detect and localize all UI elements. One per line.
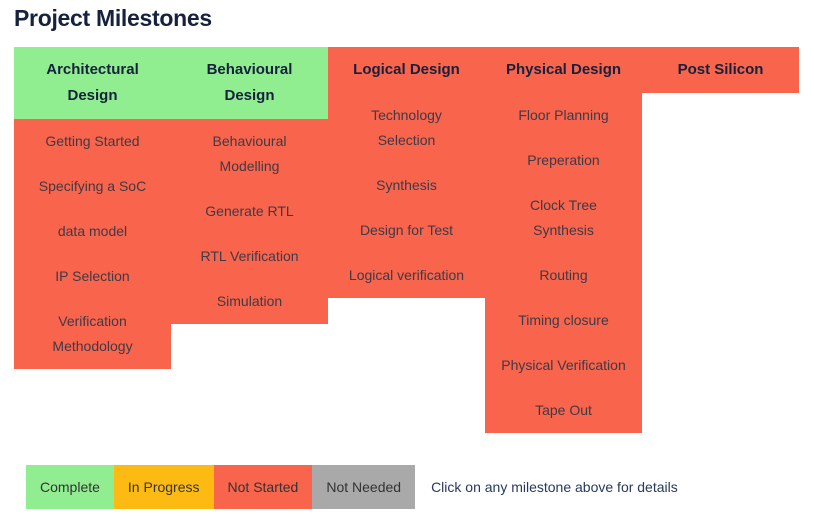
milestone-label-line: Design for Test xyxy=(359,222,454,238)
legend-item-not-needed: Not Needed xyxy=(312,465,416,509)
legend-item-not-started: Not Started xyxy=(213,465,313,509)
milestone-physical-verification[interactable]: Physical Verification xyxy=(485,343,642,388)
milestone-data-model[interactable]: data model xyxy=(14,209,171,254)
page-title: Project Milestones xyxy=(14,5,212,31)
legend-item-complete: Complete xyxy=(26,465,114,509)
milestone-ip-selection[interactable]: IP Selection xyxy=(14,254,171,299)
milestone-label-line: Synthesis xyxy=(533,222,594,238)
milestone-rtl-verification[interactable]: RTL Verification xyxy=(171,234,328,279)
milestone-floor-planning[interactable]: Floor Planning xyxy=(485,93,642,138)
phase-header-line: Post Silicon xyxy=(677,61,764,78)
milestone-label-line: Clock Tree xyxy=(530,197,597,213)
phase-header-line: Design xyxy=(67,87,118,104)
milestone-tape-out[interactable]: Tape Out xyxy=(485,388,642,433)
milestone-label-line: Physical Verification xyxy=(501,357,626,373)
milestone-logical-verification[interactable]: Logical verification xyxy=(328,253,485,298)
column-post-silicon: Post Silicon xyxy=(642,47,799,93)
milestone-label-line: Timing closure xyxy=(518,312,609,328)
milestone-label-line: Tape Out xyxy=(535,402,592,418)
phase-header-line: Behavioural xyxy=(206,61,293,78)
phase-header-logical-design: Logical Design xyxy=(328,47,485,93)
milestone-label-line: Synthesis xyxy=(376,177,437,193)
milestone-label-line: Selection xyxy=(377,132,436,148)
milestone-label-line: Getting Started xyxy=(45,133,140,149)
milestone-label-line: data model xyxy=(57,223,128,239)
milestone-label-line: Logical verification xyxy=(348,267,465,283)
milestone-preperation[interactable]: Preperation xyxy=(485,138,642,183)
milestone-label-line: Verification xyxy=(58,313,127,329)
phase-header-post-silicon: Post Silicon xyxy=(642,47,799,93)
phase-header-line: Design xyxy=(224,87,275,104)
milestone-generate-rtl[interactable]: Generate RTL xyxy=(171,189,328,234)
milestone-label-line: Preperation xyxy=(527,152,600,168)
milestone-design-for-test[interactable]: Design for Test xyxy=(328,208,485,253)
legend-item-in-progress: In Progress xyxy=(113,465,214,509)
milestone-label-line: Specifying a SoC xyxy=(38,178,147,194)
milestone-specifying-a-soc[interactable]: Specifying a SoC xyxy=(14,164,171,209)
phase-header-line: Logical Design xyxy=(353,61,460,78)
milestone-label-line: Simulation xyxy=(216,293,283,309)
milestone-label-line: Generate RTL xyxy=(205,203,294,219)
milestone-getting-started[interactable]: Getting Started xyxy=(14,119,171,164)
milestone-routing[interactable]: Routing xyxy=(485,253,642,298)
milestone-timing-closure[interactable]: Timing closure xyxy=(485,298,642,343)
phase-header-line: Physical Design xyxy=(505,61,622,78)
milestone-label-line: Behavioural xyxy=(212,133,287,149)
milestone-synthesis[interactable]: Synthesis xyxy=(328,163,485,208)
phase-header-line: Architectural xyxy=(46,61,139,78)
milestone-label-line: RTL Verification xyxy=(200,248,299,264)
milestone-simulation[interactable]: Simulation xyxy=(171,279,328,324)
milestone-label-line: Modelling xyxy=(219,158,280,174)
milestone-label-line: Floor Planning xyxy=(518,107,609,123)
phase-header-physical-design: Physical Design xyxy=(485,47,642,93)
milestone-label-line: Routing xyxy=(539,267,588,283)
milestone-label-line: Technology xyxy=(371,107,442,123)
milestone-label-line: IP Selection xyxy=(55,268,130,284)
legend-note: Click on any milestone above for details xyxy=(431,479,678,495)
milestone-label-line: Methodology xyxy=(52,338,133,354)
